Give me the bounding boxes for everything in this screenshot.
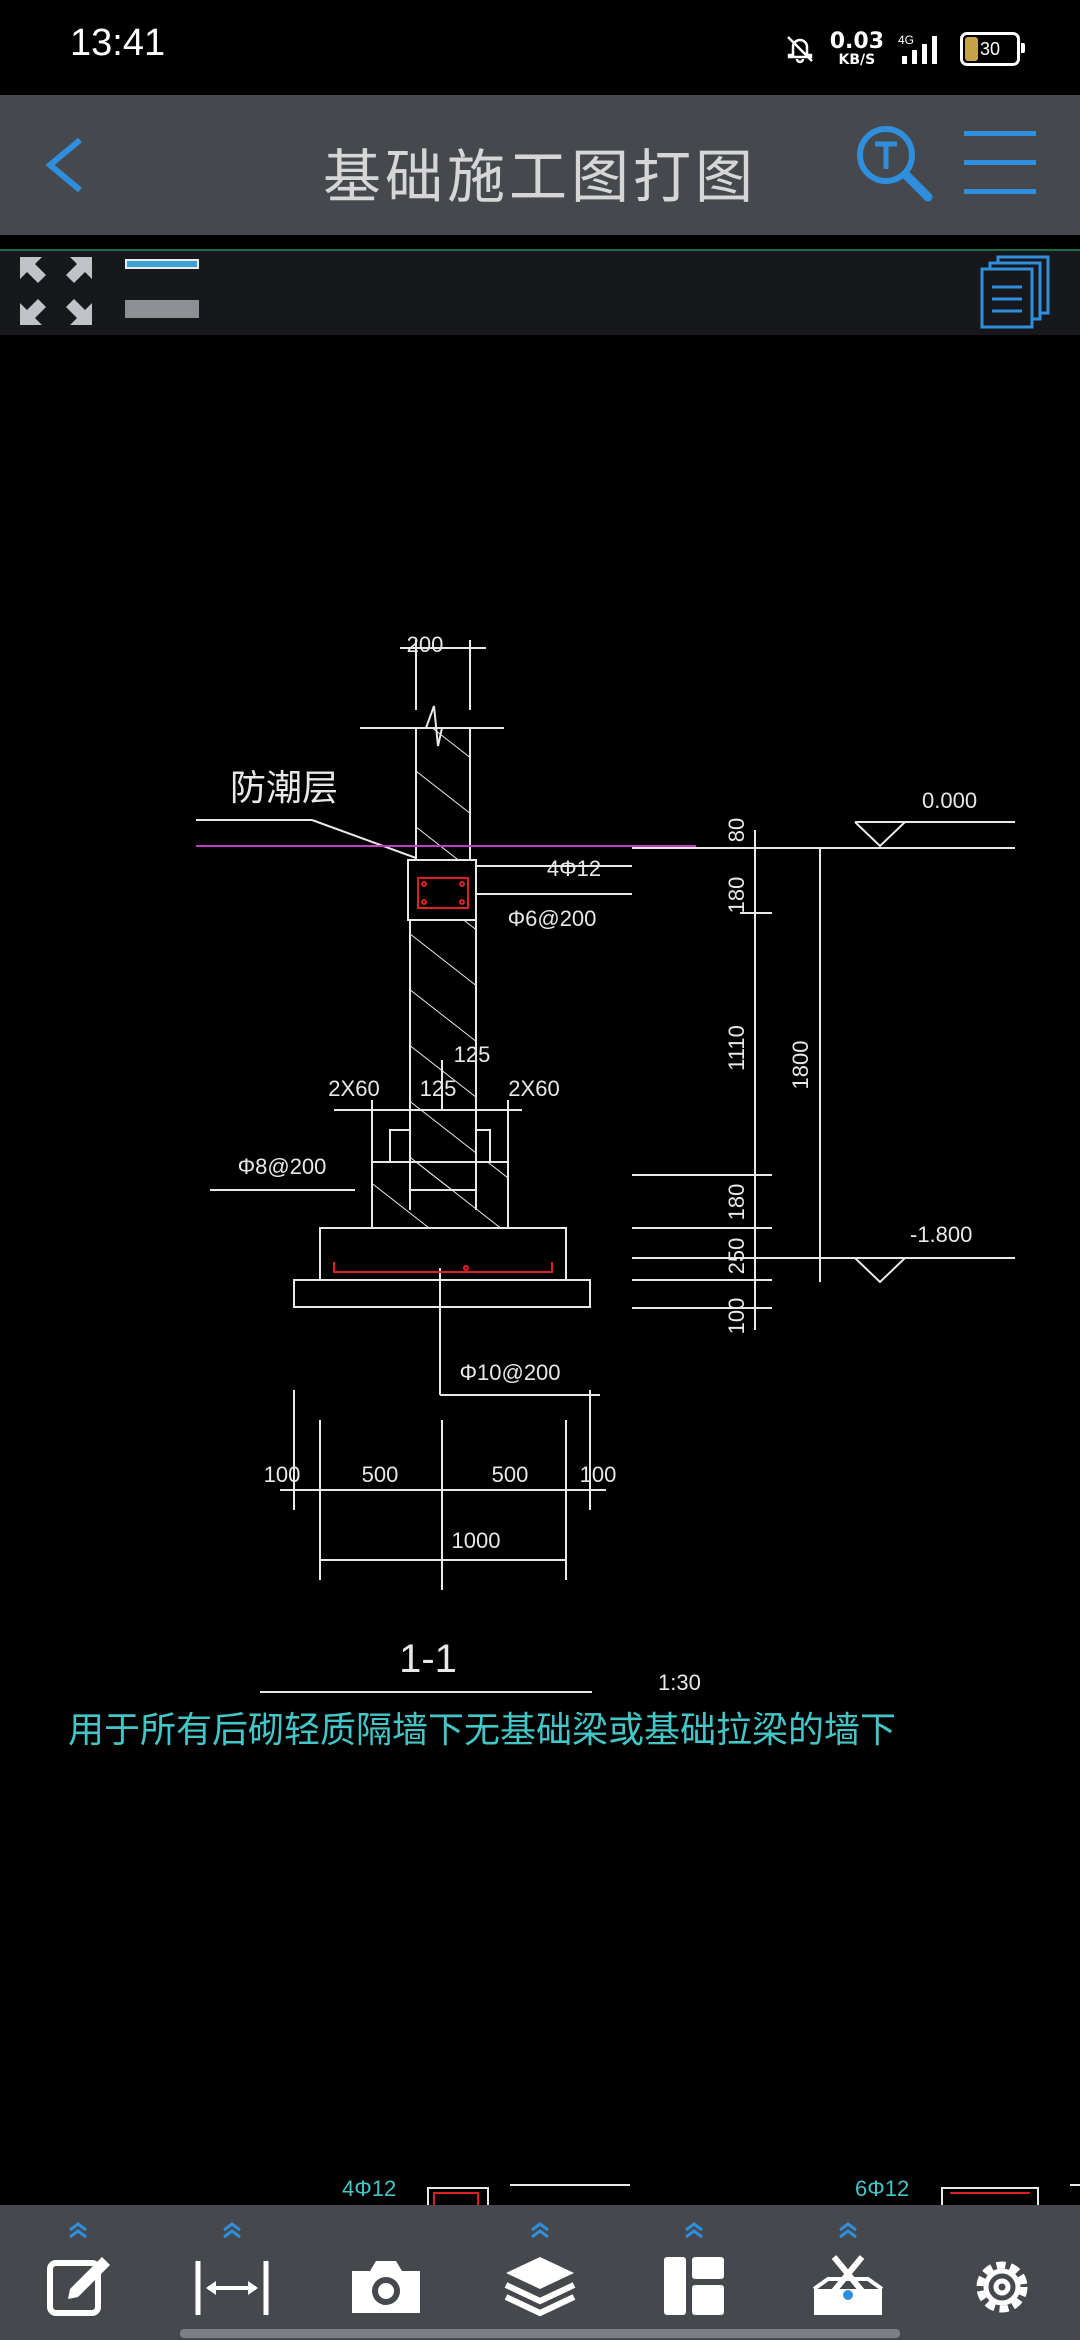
separator xyxy=(0,249,1080,251)
bottom-toolbar xyxy=(0,2205,1080,2340)
rebar-stirrup-label: Φ6@200 xyxy=(508,906,597,931)
menu-icon[interactable] xyxy=(960,123,1040,203)
page-title: 基础施工图打图 xyxy=(322,143,757,211)
dim-180-upper: 180 xyxy=(724,877,749,914)
back-icon[interactable] xyxy=(28,120,108,210)
dim-100: 100 xyxy=(724,1298,749,1335)
layout-button[interactable] xyxy=(644,2222,744,2323)
dim-180-lower: 180 xyxy=(724,1184,749,1221)
dim-base-500-left: 500 xyxy=(362,1462,399,1487)
chevron-up-icon xyxy=(685,2222,703,2239)
layouts-icon[interactable] xyxy=(978,255,1052,331)
edit-icon xyxy=(47,2257,110,2316)
net-speed: 0.03 KB/S xyxy=(829,29,884,68)
battery-level: 30 xyxy=(979,38,1001,59)
mute-bell-icon xyxy=(786,36,813,64)
chevron-up-icon xyxy=(69,2222,87,2239)
measure-icon xyxy=(195,2261,269,2315)
dim-step-right: 2X60 xyxy=(508,1076,559,1101)
tools-button[interactable] xyxy=(798,2222,898,2323)
rebar-main-label: 4Φ12 xyxy=(547,856,601,881)
settings-button[interactable] xyxy=(952,2223,1052,2323)
home-indicator[interactable] xyxy=(180,2329,900,2338)
tools-icon xyxy=(812,2255,884,2315)
dim-base-500-right: 500 xyxy=(492,1462,529,1487)
edit-button[interactable] xyxy=(28,2222,128,2323)
battery-icon: 30 xyxy=(960,32,1025,66)
moisture-layer-label: 防潮层 xyxy=(230,767,338,808)
rebar-step-label: Φ8@200 xyxy=(238,1154,327,1179)
scale-label: 1:30 xyxy=(658,1670,701,1695)
dim-step-mid-top: 125 xyxy=(454,1042,491,1067)
dim-base-100-left: 100 xyxy=(264,1462,301,1487)
status-icons: 0.03 KB/S 4G 30 xyxy=(784,24,1025,74)
layout-icon xyxy=(664,2257,724,2315)
dim-1110: 1110 xyxy=(724,1025,749,1071)
layers-icon xyxy=(504,2257,576,2317)
section-title: 1-1 xyxy=(399,1637,457,1681)
elevation-bottom: -1.800 xyxy=(910,1222,972,1247)
dim-1800: 1800 xyxy=(788,1041,813,1090)
cad-drawing[interactable]: 200 0.000 -1.800 4Φ12 Φ6@200 Φ8@200 Φ10@… xyxy=(0,335,1080,2205)
view-toolbar xyxy=(0,251,1080,335)
measure-button[interactable] xyxy=(182,2222,282,2323)
net-speed-unit: KB/S xyxy=(838,52,876,68)
bottom-right-rebar-label: 6Φ12 xyxy=(855,2176,909,2201)
camera-button[interactable] xyxy=(336,2223,436,2323)
chevron-up-icon xyxy=(531,2222,549,2239)
layers-button[interactable] xyxy=(490,2222,590,2323)
title-bar: 基础施工图打图 xyxy=(0,95,1080,235)
network-type: 4G xyxy=(898,33,914,47)
settings-icon xyxy=(976,2261,1028,2313)
dim-step-left: 2X60 xyxy=(328,1076,379,1101)
signal-icon: 4G xyxy=(898,33,937,64)
line-weight-thick-option[interactable] xyxy=(125,300,199,318)
dim-step-mid: 125 xyxy=(420,1076,457,1101)
camera-icon xyxy=(352,2261,420,2313)
chevron-up-icon xyxy=(223,2222,241,2239)
status-time: 13:41 xyxy=(70,22,166,64)
line-weight-thin-option[interactable] xyxy=(125,259,199,269)
dim-base-100-right: 100 xyxy=(580,1462,617,1487)
net-speed-value: 0.03 xyxy=(829,29,884,54)
text-search-icon[interactable] xyxy=(848,117,938,207)
chevron-up-icon xyxy=(839,2222,857,2239)
dim-80: 80 xyxy=(724,818,749,842)
dim-wall-width: 200 xyxy=(407,632,444,657)
dim-250: 250 xyxy=(724,1238,749,1275)
elevation-top: 0.000 xyxy=(922,788,977,813)
status-bar: 13:41 0.03 KB/S 4G 30 xyxy=(0,0,1080,95)
fullscreen-icon[interactable] xyxy=(16,253,96,329)
drawing-note: 用于所有后砌轻质隔墙下无基础梁或基础拉梁的墙下 xyxy=(68,1709,896,1750)
bottom-left-rebar-label: 4Φ12 xyxy=(342,2176,396,2201)
rebar-base-label: Φ10@200 xyxy=(459,1360,560,1385)
dim-base-1000: 1000 xyxy=(452,1528,501,1553)
